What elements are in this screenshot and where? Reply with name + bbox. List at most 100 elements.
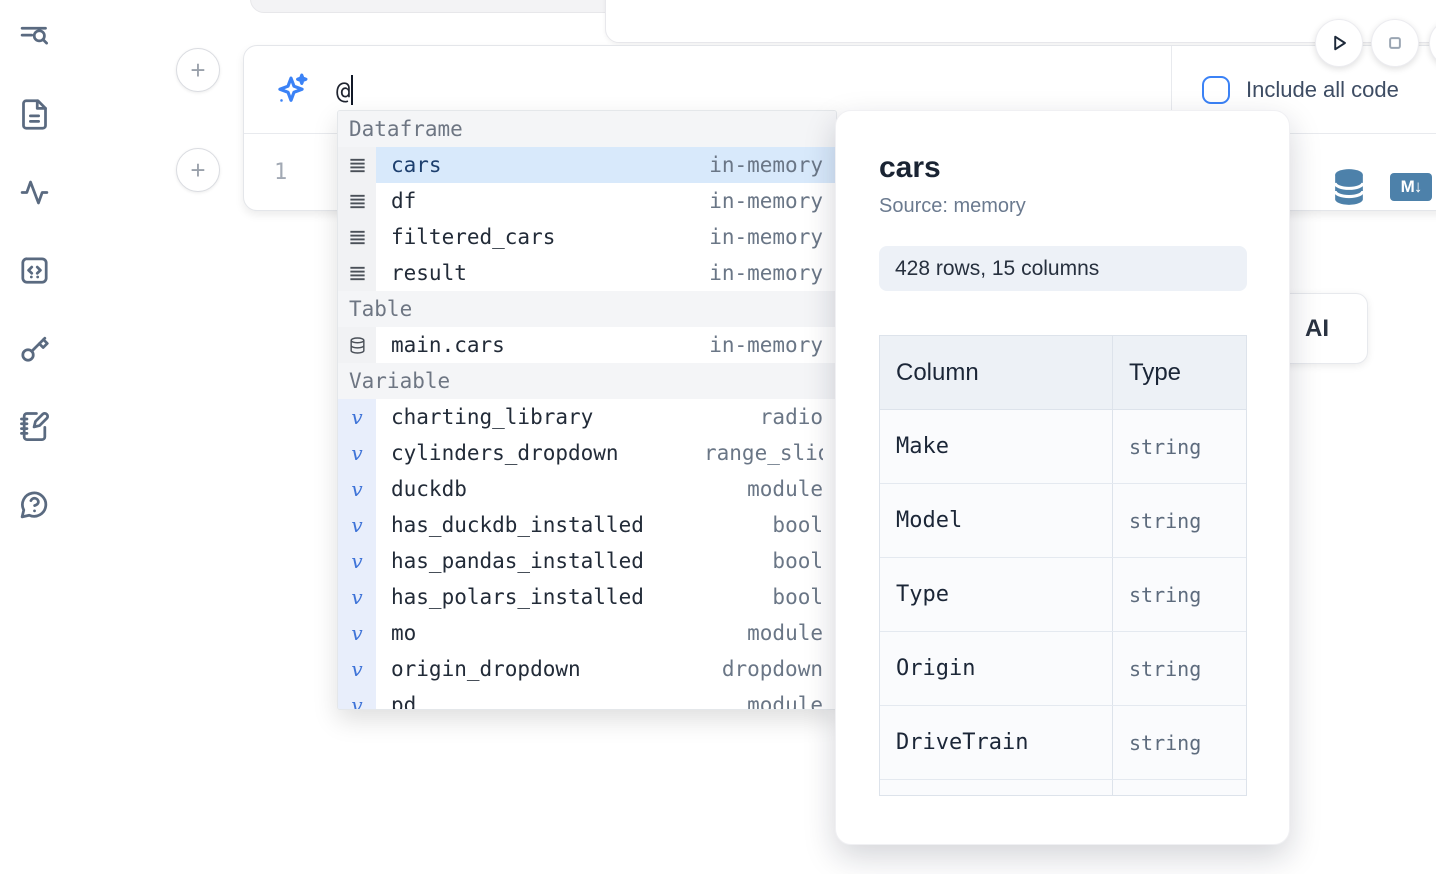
variable-icon: v [338,435,376,471]
type-header: Type [1129,358,1182,386]
column-type: string [1129,656,1202,681]
column-type: string [1129,582,1202,607]
autocomplete-item-name: charting_library [391,405,594,429]
help-circle-icon[interactable] [14,484,54,524]
sidebar [14,16,60,524]
autocomplete-item[interactable]: v has_pandas_installed bool [338,543,836,579]
schema-table-row [880,780,1246,795]
play-icon [1334,35,1346,51]
autocomplete-item[interactable]: v has_polars_installed bool [338,579,836,615]
autocomplete-item-type: radio [759,405,823,429]
variable-icon: v [338,687,376,709]
autocomplete-item[interactable]: result in-memory [338,255,836,291]
code-editor-row[interactable]: 1 M↓ [244,134,1436,211]
autocomplete-item[interactable]: v cylinders_dropdown range_slider [338,435,836,471]
include-all-code-group: Include all code [1202,46,1399,133]
autocomplete-item[interactable]: main.cars in-memory [338,327,836,363]
ai-prompt-input[interactable]: @ [336,74,354,105]
autocomplete-item-type: range_slider [704,441,823,465]
text-caret [351,74,354,105]
stop-button[interactable] [1371,19,1419,67]
cell-actions: M↓ [1330,167,1432,207]
autocomplete-item-type: module [747,477,823,501]
notebook-pen-icon[interactable] [14,406,54,446]
add-cell-button[interactable]: + [176,48,220,92]
autocomplete-item-type: module [747,693,823,710]
dataframe-icon [338,147,376,183]
autocomplete-item-name: mo [391,621,417,645]
database-icon[interactable] [1330,167,1368,207]
search-list-icon[interactable] [14,16,54,56]
column-name: Make [896,434,949,459]
autocomplete-item-type: bool [772,549,823,573]
schema-table-row: Type string [880,558,1246,632]
dataframe-preview-panel: cars Source: memory 428 rows, 15 columns… [835,110,1290,845]
autocomplete-item-name: main.cars [391,333,505,357]
add-cell-button[interactable]: + [176,148,220,192]
previous-cell [605,0,1436,43]
shape-badge: 428 rows, 15 columns [879,246,1247,291]
autocomplete-section-header: Dataframe [338,111,836,147]
autocomplete-item[interactable]: df in-memory [338,183,836,219]
column-name: Type [896,582,949,607]
schema-table-row: Make string [880,410,1246,484]
autocomplete-item-type: in-memory [709,189,823,213]
dataframe-icon [338,255,376,291]
sparkles-icon [278,73,308,102]
autocomplete-item-type: in-memory [709,153,823,177]
database-icon [338,327,376,363]
autocomplete-item-name: duckdb [391,477,467,501]
column-type: string [1129,434,1202,459]
include-all-code-checkbox[interactable] [1202,75,1230,104]
autocomplete-section-header: Variable [338,363,836,399]
autocomplete-item-type: in-memory [709,261,823,285]
variable-icon: v [338,615,376,651]
autocomplete-item-type: module [747,621,823,645]
variable-icon: v [338,399,376,435]
variable-icon: v [338,543,376,579]
activity-icon[interactable] [14,172,54,212]
autocomplete-item-name: has_polars_installed [391,585,644,609]
autocomplete-item-name: origin_dropdown [391,657,581,681]
key-icon[interactable] [14,328,54,368]
autocomplete-item[interactable]: v charting_library radio [338,399,836,435]
schema-table-row: Model string [880,484,1246,558]
autocomplete-section-header: Table [338,291,836,327]
variable-icon: v [338,651,376,687]
autocomplete-item-name: cylinders_dropdown [391,441,619,465]
variable-icon: v [338,579,376,615]
column-header: Column [880,336,1113,409]
variable-icon: v [338,507,376,543]
run-cell-button[interactable] [1315,19,1363,67]
autocomplete-item-type: in-memory [709,225,823,249]
panel-source: Source: memory [879,195,1026,217]
autocomplete-item-type: bool [772,585,823,609]
column-name: Origin [896,656,976,681]
file-text-icon[interactable] [14,94,54,134]
panel-title: cars [879,151,941,184]
column-name: Model [896,508,963,533]
autocomplete-item-name: pd [391,693,417,710]
autocomplete-item-type: in-memory [709,333,823,357]
autocomplete-item-name: has_pandas_installed [391,549,644,573]
autocomplete-item-name: result [391,261,467,285]
ai-button-label: AI [1305,314,1329,342]
code-square-icon[interactable] [14,250,54,290]
dataframe-icon [338,183,376,219]
line-number: 1 [274,160,288,185]
column-type: string [1129,508,1202,533]
stop-icon [1389,37,1401,49]
autocomplete-item-name: df [391,189,417,213]
markdown-export-icon[interactable]: M↓ [1390,173,1432,201]
